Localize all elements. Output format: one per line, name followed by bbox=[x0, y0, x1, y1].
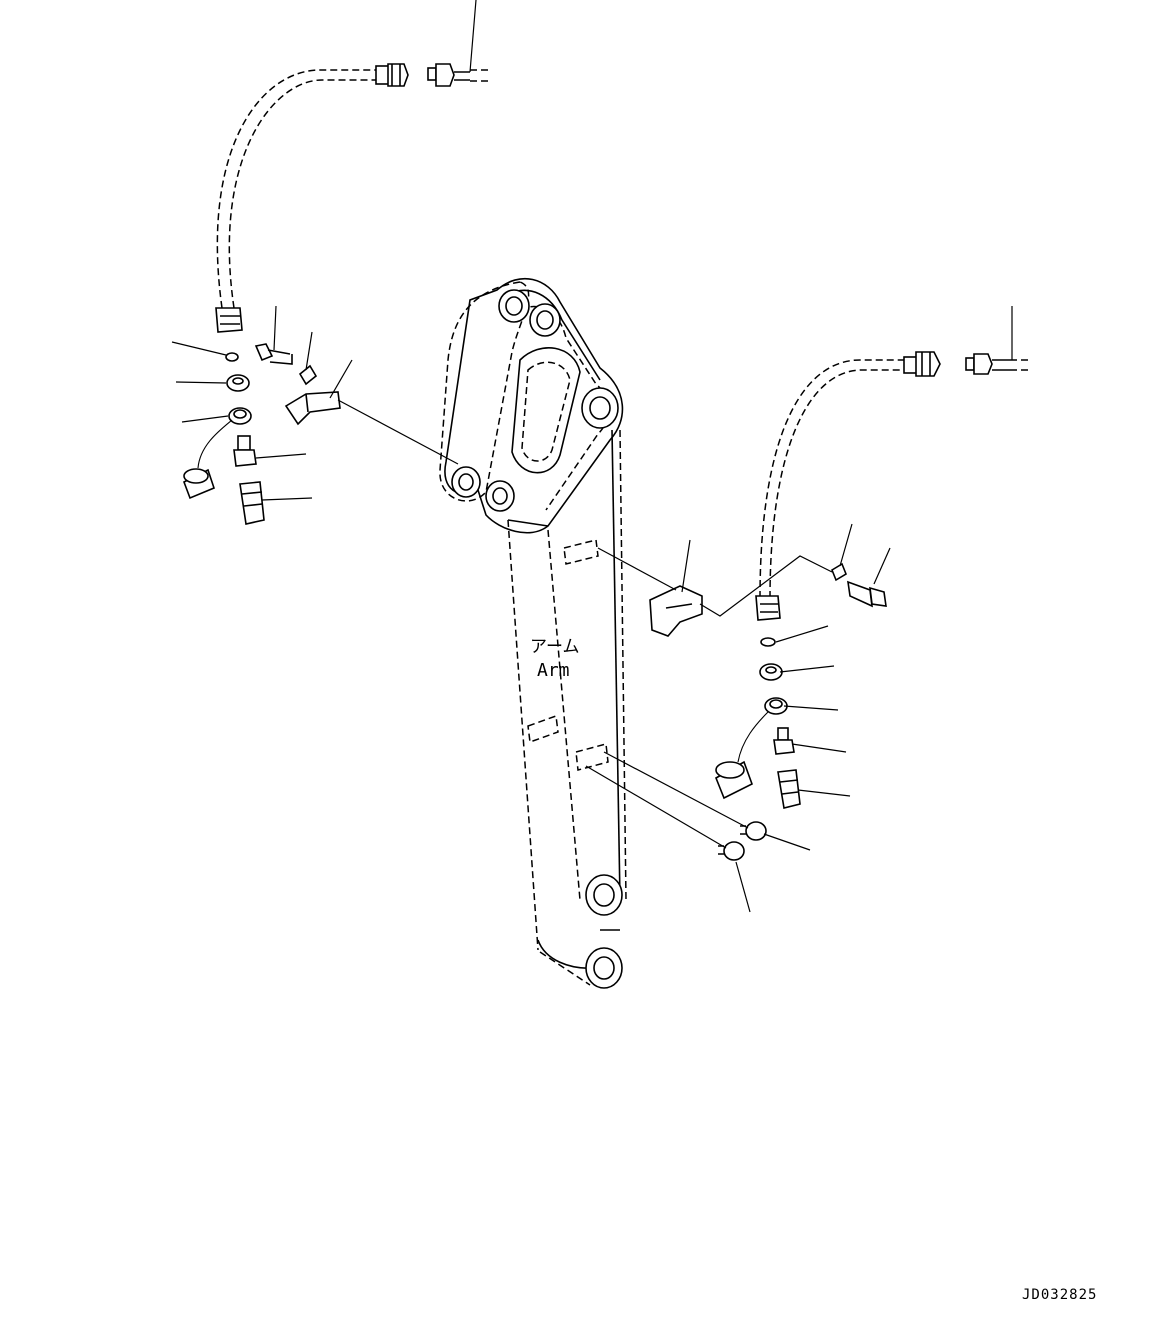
arm-label-jp: アーム bbox=[530, 637, 579, 657]
parts-right bbox=[649, 562, 887, 861]
parts-left bbox=[182, 343, 341, 525]
arm-label-en: Arm bbox=[537, 660, 570, 681]
hose-left bbox=[215, 63, 492, 333]
hose-right bbox=[755, 351, 1032, 621]
drawing-number: JD032825 bbox=[1022, 1287, 1097, 1303]
leader-lines bbox=[171, 0, 1013, 913]
arm-assembly: アーム Arm bbox=[439, 277, 627, 989]
